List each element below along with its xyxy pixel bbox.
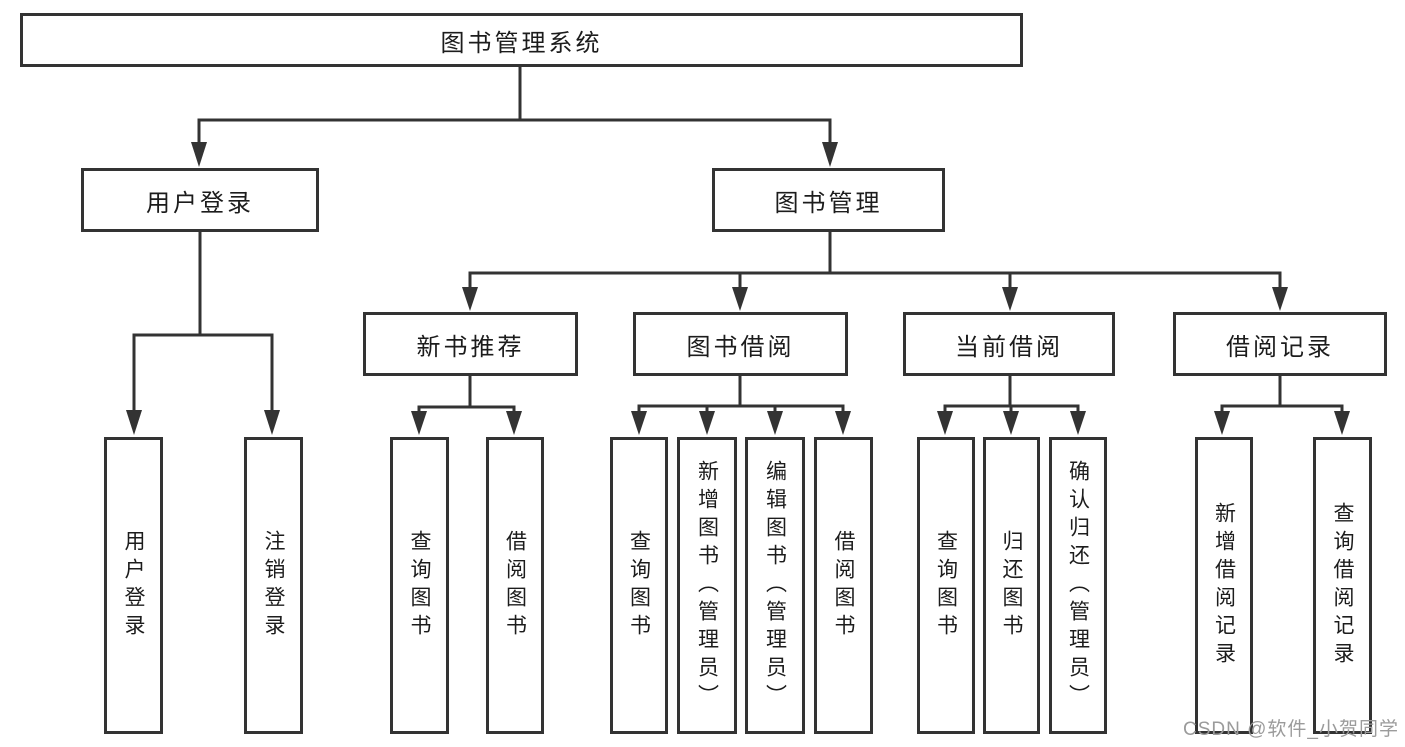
connector-login xyxy=(132,229,274,414)
connector-borrow xyxy=(637,373,845,416)
leaf-query-borrow-record: 查询借阅记录 xyxy=(1313,437,1372,734)
leaf-user-login: 用户登录 xyxy=(104,437,163,734)
connector-bookmgmt xyxy=(468,229,1282,291)
node-borrow-records: 借阅记录 xyxy=(1173,312,1387,376)
arrowheads xyxy=(126,142,1350,435)
connector-records xyxy=(1220,373,1344,416)
leaf-return-books: 归还图书 xyxy=(983,437,1040,734)
leaf-borrow-books: 借阅图书 xyxy=(814,437,873,734)
node-user-login: 用户登录 xyxy=(81,168,319,232)
leaf-query-books-borrow: 查询图书 xyxy=(610,437,668,734)
connector-root xyxy=(197,65,832,146)
node-book-borrow: 图书借阅 xyxy=(633,312,848,376)
leaf-borrow-books-recommend: 借阅图书 xyxy=(486,437,544,734)
leaf-add-borrow-record: 新增借阅记录 xyxy=(1195,437,1253,734)
leaf-add-books-admin: 新增图书（管理员） xyxy=(677,437,737,734)
leaf-logout: 注销登录 xyxy=(244,437,303,734)
node-current-borrow: 当前借阅 xyxy=(903,312,1115,376)
leaf-query-books-recommend: 查询图书 xyxy=(390,437,449,734)
leaf-query-books-current: 查询图书 xyxy=(917,437,975,734)
node-new-book-recommend: 新书推荐 xyxy=(363,312,578,376)
connector-current xyxy=(943,373,1080,416)
node-root: 图书管理系统 xyxy=(20,13,1023,67)
connector-newbooks xyxy=(417,373,516,416)
leaf-confirm-return-admin: 确认归还（管理员） xyxy=(1049,437,1107,734)
node-book-management: 图书管理 xyxy=(712,168,945,232)
leaf-edit-books-admin: 编辑图书（管理员） xyxy=(745,437,805,734)
csdn-watermark: CSDN @软件_小贺同学 xyxy=(1183,719,1399,740)
